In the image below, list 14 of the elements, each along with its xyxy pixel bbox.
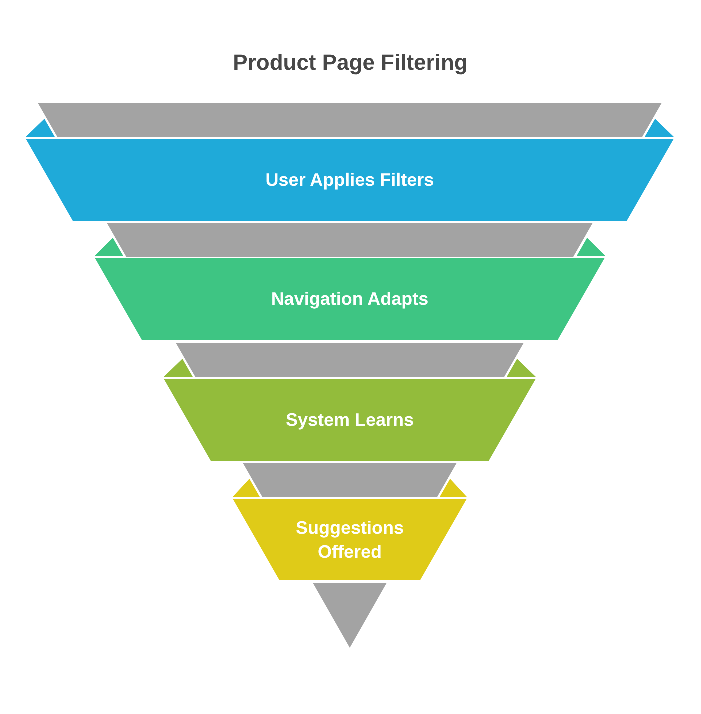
stage-label: User Applies Filters	[266, 169, 434, 192]
stage-label: Suggestions Offered	[294, 516, 405, 564]
funnel-layer	[38, 103, 662, 137]
funnel-layer	[243, 463, 457, 497]
funnel-stage	[26, 139, 674, 221]
funnel-tip	[313, 583, 387, 648]
funnel-layer	[176, 343, 524, 377]
funnel-stage	[164, 379, 536, 461]
funnel-stage	[233, 499, 467, 580]
funnel-stage	[95, 258, 605, 340]
diagram-title: Product Page Filtering	[233, 49, 468, 77]
stage-label: Navigation Adapts	[271, 288, 429, 311]
funnel-layer	[107, 223, 593, 257]
stage-label: System Learns	[286, 409, 414, 432]
